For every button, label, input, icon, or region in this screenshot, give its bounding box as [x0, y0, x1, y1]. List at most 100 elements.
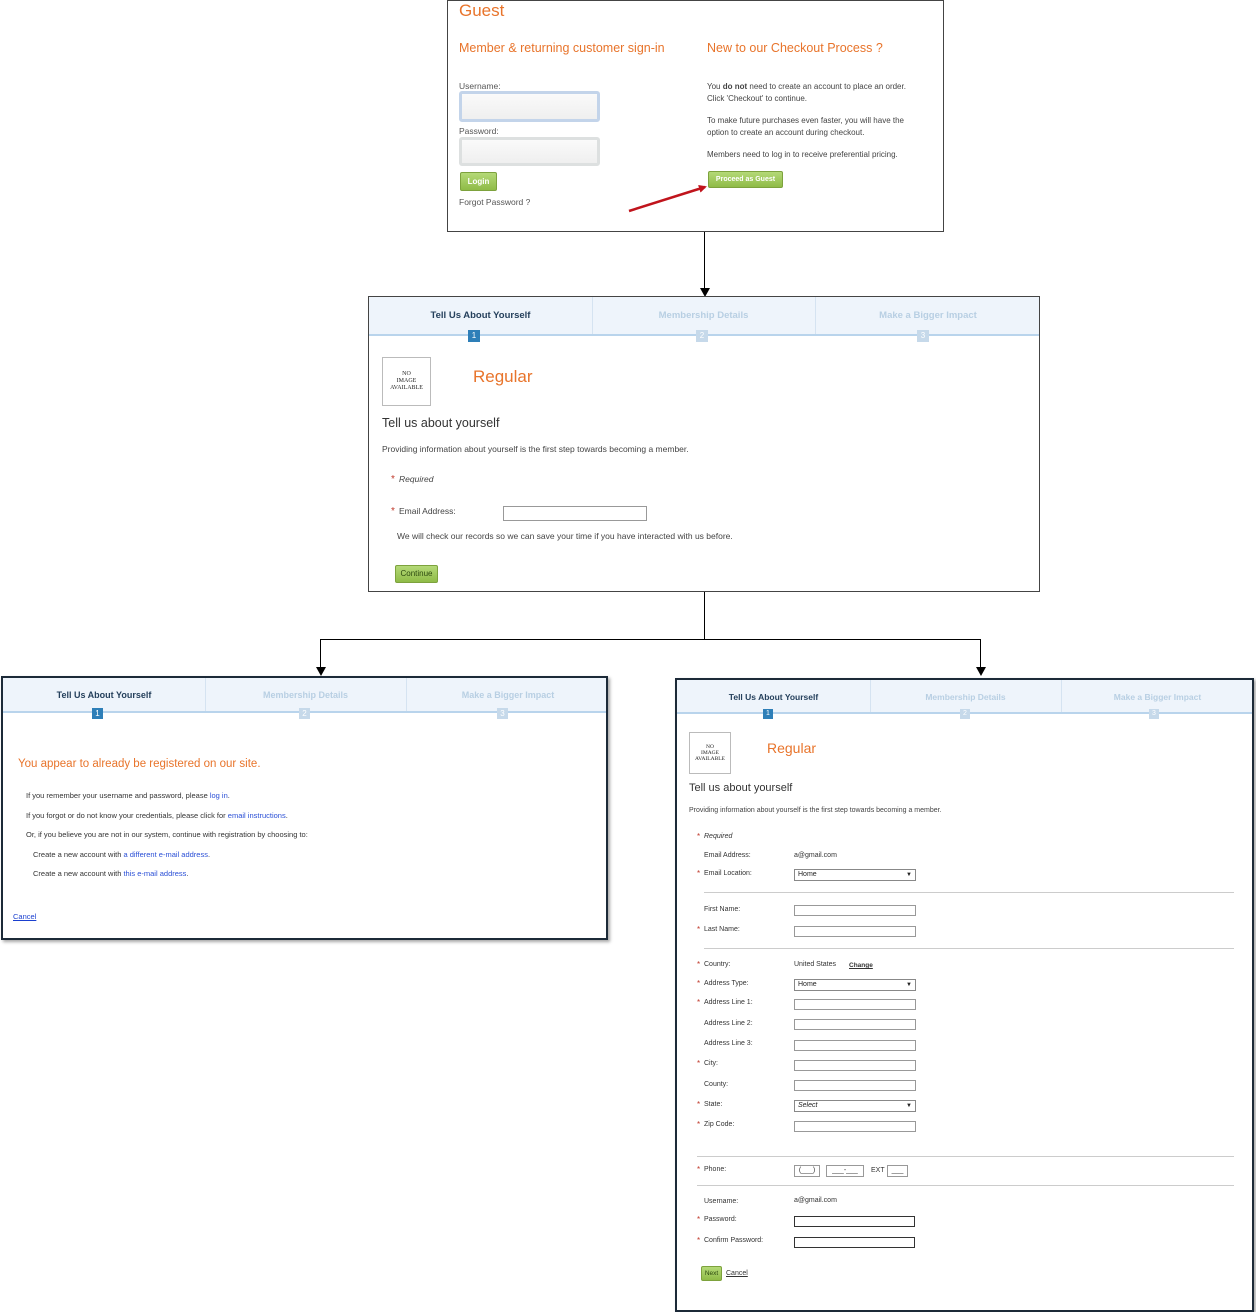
county-label: County:: [704, 1081, 729, 1088]
different-email-option: Create a new account with a different e-…: [33, 850, 211, 859]
form-intro: Providing information about yourself is …: [689, 807, 942, 814]
step-3-number: 3: [1149, 709, 1159, 719]
remember-credentials-line: If you remember your username and passwo…: [26, 791, 230, 800]
password-label: Password:: [459, 126, 499, 136]
required-note: Required: [704, 833, 733, 840]
password-input[interactable]: [794, 1216, 915, 1227]
cancel-link[interactable]: Cancel: [13, 912, 37, 921]
this-email-link[interactable]: this e-mail address: [123, 869, 187, 878]
phone-label: Phone:: [704, 1166, 727, 1173]
step-2-number: 2: [299, 708, 310, 719]
not-in-system-line: Or, if you believe you are not in our sy…: [26, 830, 308, 839]
address-line-3-label: Address Line 3:: [704, 1040, 753, 1047]
zip-code-input[interactable]: [794, 1121, 916, 1132]
forgot-password-link[interactable]: Forgot Password ?: [459, 197, 531, 207]
step-3-label: Make a Bigger Impact: [879, 310, 977, 321]
log-in-link[interactable]: log in: [209, 791, 228, 800]
cancel-link[interactable]: Cancel: [726, 1270, 748, 1277]
section-divider: [704, 892, 1234, 893]
zip-code-label: Zip Code:: [704, 1121, 735, 1128]
city-input[interactable]: [794, 1060, 916, 1071]
email-location-select[interactable]: Home▼: [794, 869, 916, 881]
zip-star: *: [697, 1120, 701, 1129]
first-name-input[interactable]: [794, 905, 916, 916]
step-2-label: Membership Details: [262, 690, 349, 700]
connector-left-branch: [320, 639, 321, 669]
last-name-input[interactable]: [794, 926, 916, 937]
address-type-select[interactable]: Home▼: [794, 979, 916, 991]
last-name-star: *: [697, 925, 701, 934]
chevron-down-icon: ▼: [906, 1103, 912, 1109]
section-divider: [704, 948, 1234, 949]
step-2-number: 2: [696, 330, 708, 342]
continue-button[interactable]: Continue: [395, 565, 438, 583]
membership-type-heading: Regular: [767, 740, 817, 756]
address-type-star: *: [697, 979, 701, 988]
password-label: Password:: [704, 1216, 737, 1223]
state-select[interactable]: Select▼: [794, 1100, 916, 1112]
different-email-link[interactable]: a different e-mail address: [123, 850, 208, 859]
chevron-down-icon: ▼: [906, 872, 912, 878]
form-intro: Providing information about yourself is …: [382, 444, 689, 454]
section-divider: [697, 1156, 1234, 1157]
step-1-label: Tell Us About Yourself: [728, 692, 819, 702]
connector-arrowhead-right: [976, 667, 986, 676]
phone-area-input[interactable]: (___): [794, 1165, 820, 1177]
this-email-option: Create a new account with this e-mail ad…: [33, 869, 189, 878]
new-checkout-heading: New to our Checkout Process ?: [707, 41, 883, 55]
connector-arrowhead-1: [700, 288, 710, 297]
city-star: *: [697, 1059, 701, 1068]
form-title: Tell us about yourself: [689, 782, 793, 794]
step-1-number: 1: [763, 709, 773, 719]
email-instructions-link[interactable]: email instructions: [227, 811, 286, 820]
address-line-1-input[interactable]: [794, 999, 916, 1010]
username-label: Username:: [459, 81, 501, 91]
chevron-down-icon: ▼: [906, 982, 912, 988]
progress-stepper: Tell Us About Yourself Membership Detail…: [677, 680, 1252, 714]
guest-signin-panel: Guest Member & returning customer sign-i…: [447, 0, 944, 232]
email-input[interactable]: [503, 506, 647, 521]
connector-horizontal: [320, 639, 981, 640]
phone-ext-input[interactable]: ___: [887, 1165, 908, 1177]
change-country-link[interactable]: Change: [849, 962, 873, 969]
address-type-label: Address Type:: [704, 980, 749, 987]
proceed-as-guest-button[interactable]: Proceed as Guest: [708, 171, 783, 188]
connector-arrowhead-left: [316, 667, 326, 676]
country-label: Country:: [704, 961, 731, 968]
phone-number-input[interactable]: ___-___: [826, 1165, 864, 1177]
county-input[interactable]: [794, 1080, 916, 1091]
step-1-number: 1: [92, 708, 103, 719]
required-star: *: [697, 832, 701, 841]
address-line-2-input[interactable]: [794, 1019, 916, 1030]
step-1-number: 1: [468, 330, 480, 342]
checkout-info-1: You do not need to create an account to …: [707, 82, 906, 103]
email-check-note: We will check our records so we can save…: [397, 531, 733, 541]
step-2-label: Membership Details: [658, 310, 749, 321]
password-input[interactable]: [459, 137, 600, 166]
registered-heading: You appear to already be registered on o…: [18, 758, 261, 770]
about-yourself-panel: Tell Us About Yourself Membership Detail…: [368, 296, 1040, 592]
step-2-label: Membership Details: [925, 692, 1006, 702]
username-input[interactable]: [459, 91, 600, 122]
username-label: Username:: [704, 1198, 739, 1205]
email-address-label: Email Address:: [704, 852, 751, 859]
email-required-star: *: [391, 506, 395, 517]
phone-star: *: [697, 1165, 701, 1174]
next-button[interactable]: Next: [701, 1266, 722, 1281]
confirm-password-star: *: [697, 1236, 701, 1245]
connector-form-down: [704, 591, 705, 639]
email-location-label: Email Location:: [704, 870, 752, 877]
registration-form-panel: Tell Us About Yourself Membership Detail…: [675, 678, 1254, 1312]
connector-right-branch: [980, 639, 981, 669]
confirm-password-input[interactable]: [794, 1237, 915, 1248]
connector-guest-to-form: [704, 232, 705, 290]
login-button[interactable]: Login: [460, 172, 497, 191]
city-label: City:: [704, 1060, 718, 1067]
step-3-number: 3: [917, 330, 929, 342]
step-3-label: Make a Bigger Impact: [461, 690, 555, 700]
step-1-label: Tell Us About Yourself: [56, 690, 152, 700]
email-label: Email Address:: [399, 506, 456, 516]
address-line-3-input[interactable]: [794, 1040, 916, 1051]
